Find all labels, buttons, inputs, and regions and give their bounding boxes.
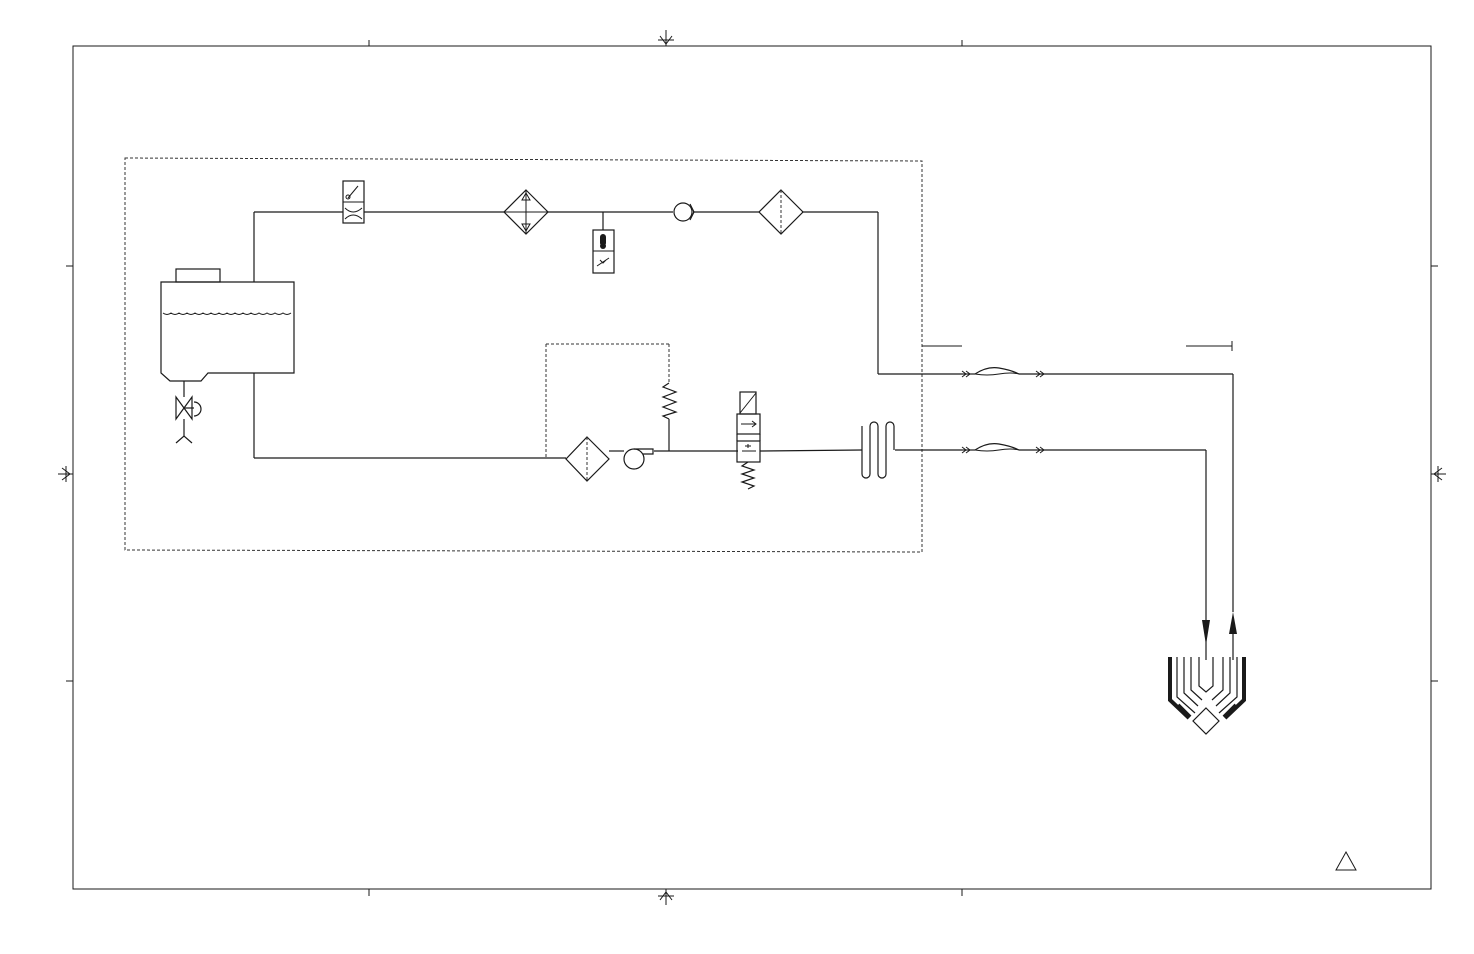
pressure-relief-valve [661,382,678,420]
check-valve [673,202,695,222]
quick-disconnect-couplings [961,367,1045,454]
fluid-level-line [162,312,292,315]
center-mark-right [1431,466,1446,482]
thermostat-switch [592,229,615,274]
drain-valve [175,381,202,444]
pump [623,448,654,470]
applicator-head [1168,657,1246,735]
supply-filter [565,436,610,482]
centering-marks [58,30,1446,905]
return-flow-arrow [1229,612,1237,634]
return-coupling [961,367,1045,378]
supply-coupling [961,443,1045,454]
heat-exchanger [503,189,549,235]
solenoid-valve [736,391,761,490]
heater-coil [861,421,895,479]
sheet-border [66,40,1438,896]
flow-arrows [1202,612,1237,660]
reservoir-tank [160,268,295,382]
unit-enclosure-boundary [124,157,923,553]
center-mark-bottom [658,889,674,905]
flow-switch [342,180,365,224]
filter [758,189,804,235]
revision-triangle-icon [1335,850,1357,871]
center-mark-top [658,30,674,46]
center-mark-left [58,466,73,482]
piping [253,211,1234,620]
